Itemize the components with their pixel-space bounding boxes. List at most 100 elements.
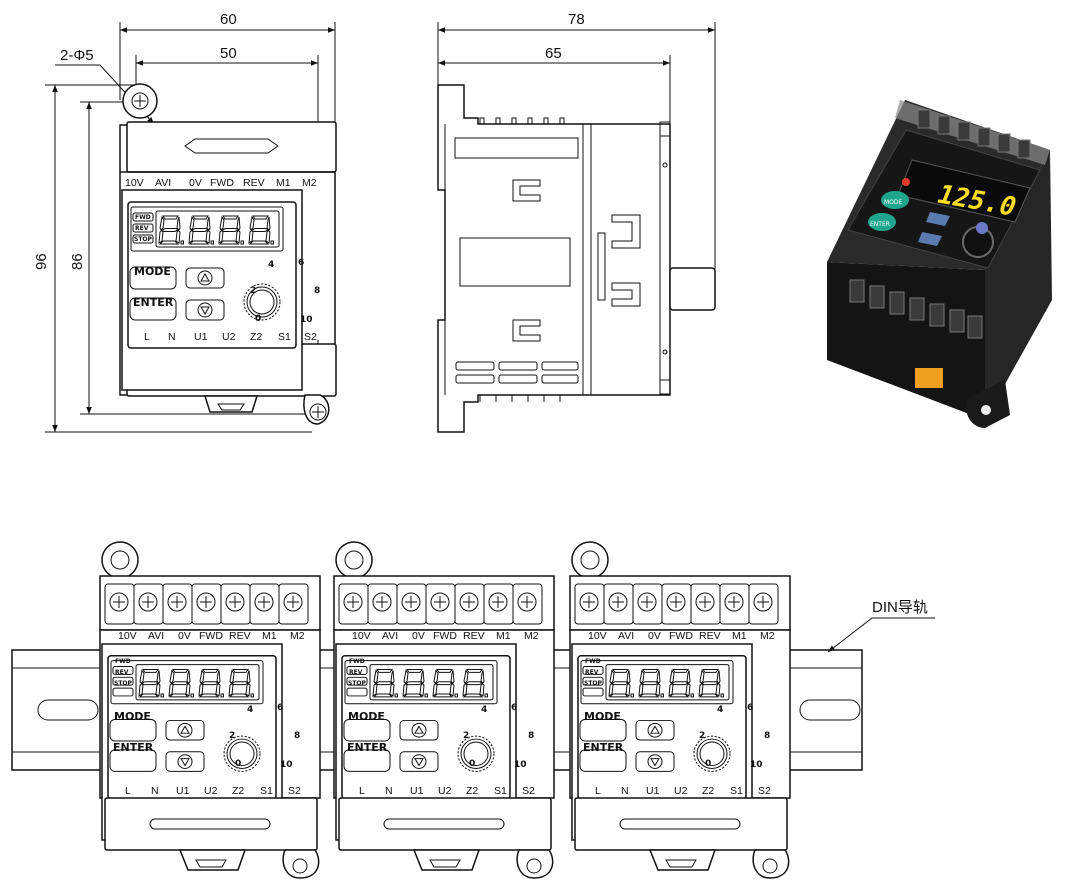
m2-terminal-bottom-5: Z2 <box>466 785 478 797</box>
m2-terminal-top-7: M2 <box>524 630 539 642</box>
m3-indicator-rev: REV <box>585 669 599 676</box>
m3-indicator-fwd: FWD <box>585 658 601 665</box>
m3-knob-0: 0 <box>705 759 711 769</box>
photo-enter-label: ENTER <box>870 221 890 228</box>
dim-depth-inner: 65 <box>545 45 562 62</box>
m3-terminal-top-7: M2 <box>760 630 775 642</box>
m3-knob-6: 6 <box>747 703 753 713</box>
m1-terminal-bottom-7: S2 <box>288 785 301 797</box>
m1-indicator-rev: REV <box>115 669 129 676</box>
m1-knob-4: 4 <box>247 705 253 715</box>
m3-indicator-stop: STOP <box>584 680 603 687</box>
m2-terminal-top-5: REV <box>463 630 485 642</box>
front-terminal-bottom-2: N <box>168 331 176 343</box>
dim-width-inner: 50 <box>220 45 237 62</box>
front-terminal-top-7: M2 <box>302 177 317 189</box>
front-terminal-top-6: M1 <box>276 177 291 189</box>
m2-indicator-rev: REV <box>349 669 363 676</box>
m1-knob-6: 6 <box>277 703 283 713</box>
m3-mode-label: MODE <box>584 710 621 723</box>
m3-terminal-top-3: 0V <box>648 630 661 642</box>
m2-mode-label: MODE <box>348 710 385 723</box>
m1-indicator-fwd: FWD <box>115 658 131 665</box>
front-terminal-top-3: 0V <box>189 177 202 189</box>
m1-terminal-top-7: M2 <box>290 630 305 642</box>
m2-terminal-top-4: FWD <box>433 630 457 642</box>
photo-mode-label: MODE <box>884 199 903 206</box>
front-bottom-terminal-labels: L N U1 U2 Z2 S1 S2 <box>144 331 317 343</box>
knob-scale-8: 8 <box>314 286 320 296</box>
m2-indicator-stop: STOP <box>348 680 367 687</box>
m1-terminal-bottom-4: U2 <box>204 785 218 797</box>
m3-terminal-top-6: M1 <box>732 630 747 642</box>
m3-terminal-bottom-7: S2 <box>758 785 771 797</box>
product-photo: 125.0 MODE ENTER <box>827 100 1052 428</box>
front-terminal-top-2: AVI <box>155 177 171 189</box>
indicator-fwd: FWD <box>135 214 151 221</box>
m2-terminal-top-6: M1 <box>496 630 511 642</box>
front-view <box>45 22 337 433</box>
front-terminal-bottom-5: Z2 <box>250 331 262 343</box>
front-top-terminal-labels: 10V AVI 0V FWD REV M1 M2 <box>125 177 317 189</box>
knob-scale-0: 0 <box>255 314 261 324</box>
knob-scale-2: 2 <box>250 286 256 296</box>
m3-knob-10: 10 <box>750 760 763 770</box>
knob-scale-6: 6 <box>298 258 304 268</box>
m2-terminal-top-2: AVI <box>382 630 398 642</box>
m3-terminal-top-5: REV <box>699 630 721 642</box>
side-view <box>437 22 716 433</box>
knob-scale-4: 4 <box>268 260 274 270</box>
m3-terminal-bottom-3: U1 <box>646 785 660 797</box>
m1-knob-8: 8 <box>294 731 300 741</box>
m1-mode-label: MODE <box>114 710 151 723</box>
m2-knob-2: 2 <box>463 731 469 741</box>
m3-terminal-bottom-4: U2 <box>674 785 688 797</box>
rail-label: DIN导轨 <box>872 599 928 616</box>
m3-terminal-bottom-5: Z2 <box>702 785 714 797</box>
m2-terminal-bottom-6: S1 <box>494 785 507 797</box>
m2-terminal-bottom-2: N <box>385 785 393 797</box>
indicator-stop: STOP <box>134 236 153 243</box>
m1-terminal-top-6: M1 <box>262 630 277 642</box>
rail-module-3-labels: 10V AVI 0V FWD REV M1 M2 L N U1 U2 Z2 S1… <box>583 630 775 797</box>
m2-knob-4: 4 <box>481 705 487 715</box>
m3-terminal-bottom-1: L <box>595 785 601 797</box>
m2-terminal-top-3: 0V <box>412 630 425 642</box>
front-terminal-bottom-4: U2 <box>222 331 236 343</box>
m2-knob-10: 10 <box>514 760 527 770</box>
m2-knob-0: 0 <box>469 759 475 769</box>
front-terminal-bottom-7: S2 <box>304 331 317 343</box>
m2-indicator-fwd: FWD <box>349 658 365 665</box>
m1-terminal-bottom-1: L <box>125 785 131 797</box>
m2-terminal-bottom-4: U2 <box>438 785 452 797</box>
dim-depth-outer: 78 <box>568 11 585 28</box>
front-terminal-bottom-3: U1 <box>194 331 208 343</box>
mode-button-label: MODE <box>134 265 171 278</box>
rail-module-2-labels: 10V AVI 0V FWD REV M1 M2 L N U1 U2 Z2 S1… <box>347 630 539 797</box>
knob-scale-10: 10 <box>300 315 313 325</box>
m1-terminal-top-5: REV <box>229 630 251 642</box>
dim-hole-note: 2-Φ5 <box>60 47 94 64</box>
enter-button-label: ENTER <box>133 296 174 309</box>
m2-knob-8: 8 <box>528 731 534 741</box>
m2-terminal-bottom-1: L <box>359 785 365 797</box>
m3-terminal-bottom-6: S1 <box>730 785 743 797</box>
m3-terminal-top-1: 10V <box>588 630 607 642</box>
front-panel-labels: FWD REV STOP MODE ENTER 0 2 4 6 8 10 <box>133 214 320 325</box>
m1-terminal-top-1: 10V <box>118 630 137 642</box>
m3-terminal-top-2: AVI <box>618 630 634 642</box>
front-terminal-top-1: 10V <box>125 177 144 189</box>
m1-enter-label: ENTER <box>113 741 154 754</box>
front-terminal-bottom-1: L <box>144 331 150 343</box>
m3-enter-label: ENTER <box>583 741 624 754</box>
m1-terminal-top-4: FWD <box>199 630 223 642</box>
m1-knob-10: 10 <box>280 760 293 770</box>
m1-terminal-top-3: 0V <box>178 630 191 642</box>
dim-width-outer: 60 <box>220 11 237 28</box>
m1-knob-2: 2 <box>229 731 235 741</box>
m1-terminal-bottom-2: N <box>151 785 159 797</box>
m1-terminal-bottom-5: Z2 <box>232 785 244 797</box>
m1-terminal-bottom-6: S1 <box>260 785 273 797</box>
m1-indicator-stop: STOP <box>114 680 133 687</box>
